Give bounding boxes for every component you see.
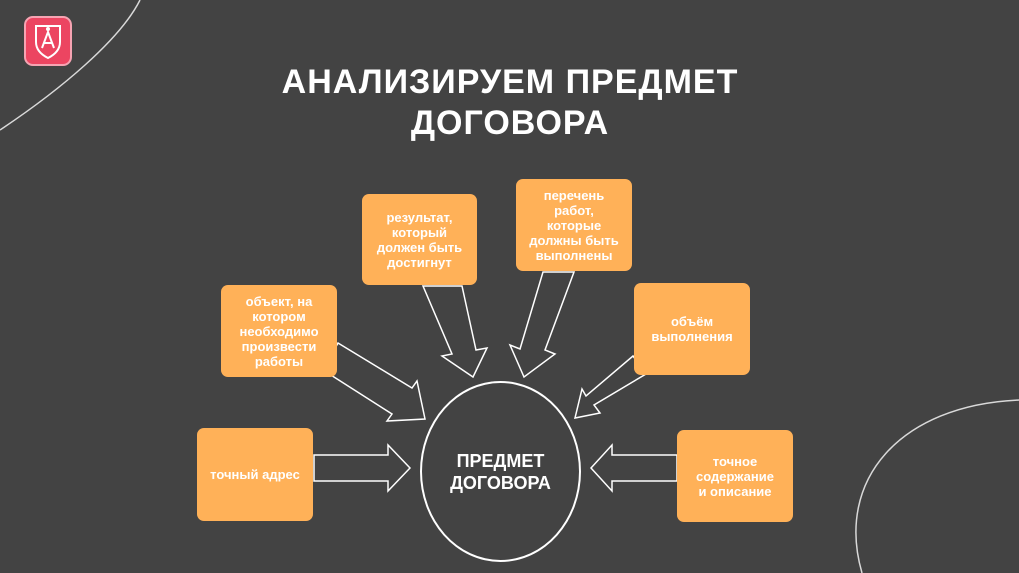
box-works-line: перечень — [543, 187, 605, 203]
box-object-line: котором — [252, 308, 306, 324]
box-result: результат, который должен быть достигнут — [362, 194, 477, 285]
box-content-line: точное — [712, 453, 758, 469]
arrow-content — [589, 443, 678, 493]
box-object-line: необходимо — [239, 323, 319, 339]
slide-title: АНАЛИЗИРУЕМ ПРЕДМЕТ ДОГОВОРА — [160, 62, 860, 144]
box-works-line: которые — [546, 217, 602, 233]
center-line-1: ПРЕДМЕТ — [456, 450, 545, 471]
arrow-result — [421, 285, 489, 379]
box-object-line: произвести — [241, 338, 317, 354]
box-works-line: должны быть — [529, 232, 619, 248]
box-object: объект, на котором необходимо произвести… — [221, 285, 337, 377]
box-works-line: выполнены — [535, 247, 613, 263]
box-result-text: результат, который должен быть достигнут — [377, 210, 462, 270]
arrow-object — [322, 341, 426, 422]
title-line-2: ДОГОВОРА — [410, 104, 610, 142]
box-content-line: содержание — [696, 468, 774, 484]
title-line-1: АНАЛИЗИРУЕМ ПРЕДМЕТ — [281, 63, 739, 101]
logo — [24, 16, 72, 66]
decor-arc-top-left — [0, 0, 141, 131]
shield-logo-icon — [35, 25, 61, 60]
arrow-volume — [573, 354, 648, 419]
box-content: точное содержание и описание — [677, 430, 793, 522]
arrow-address — [313, 443, 412, 493]
box-content-line: и описание — [698, 483, 772, 499]
box-works: перечень работ, которые должны быть выпо… — [516, 179, 632, 271]
box-result-line: который — [391, 224, 448, 240]
box-works-line: работ, — [554, 202, 594, 218]
box-volume: объём выполнения — [634, 283, 750, 375]
box-object-line: работы — [254, 353, 304, 369]
box-object-text: объект, на котором необходимо произвести… — [239, 294, 318, 369]
center-circle: ПРЕДМЕТ ДОГОВОРА — [420, 381, 581, 562]
decor-arc-bottom-right — [855, 399, 1019, 573]
box-object-line: объект, на — [245, 293, 313, 309]
box-works-text: перечень работ, которые должны быть выпо… — [529, 188, 618, 263]
box-content-text: точное содержание и описание — [696, 454, 774, 499]
box-address: точный адрес — [197, 428, 313, 521]
box-volume-line: объём — [670, 314, 714, 329]
box-result-line: должен быть — [376, 239, 463, 255]
box-volume-text: объём выполнения — [651, 314, 732, 344]
arrow-works — [508, 271, 576, 379]
box-result-line: результат, — [386, 209, 453, 225]
box-address-text: точный адрес — [210, 467, 300, 482]
center-line-2: ДОГОВОРА — [450, 472, 551, 493]
box-result-line: достигнут — [387, 254, 452, 270]
center-label: ПРЕДМЕТ ДОГОВОРА — [450, 450, 551, 494]
box-volume-line: выполнения — [651, 329, 733, 344]
